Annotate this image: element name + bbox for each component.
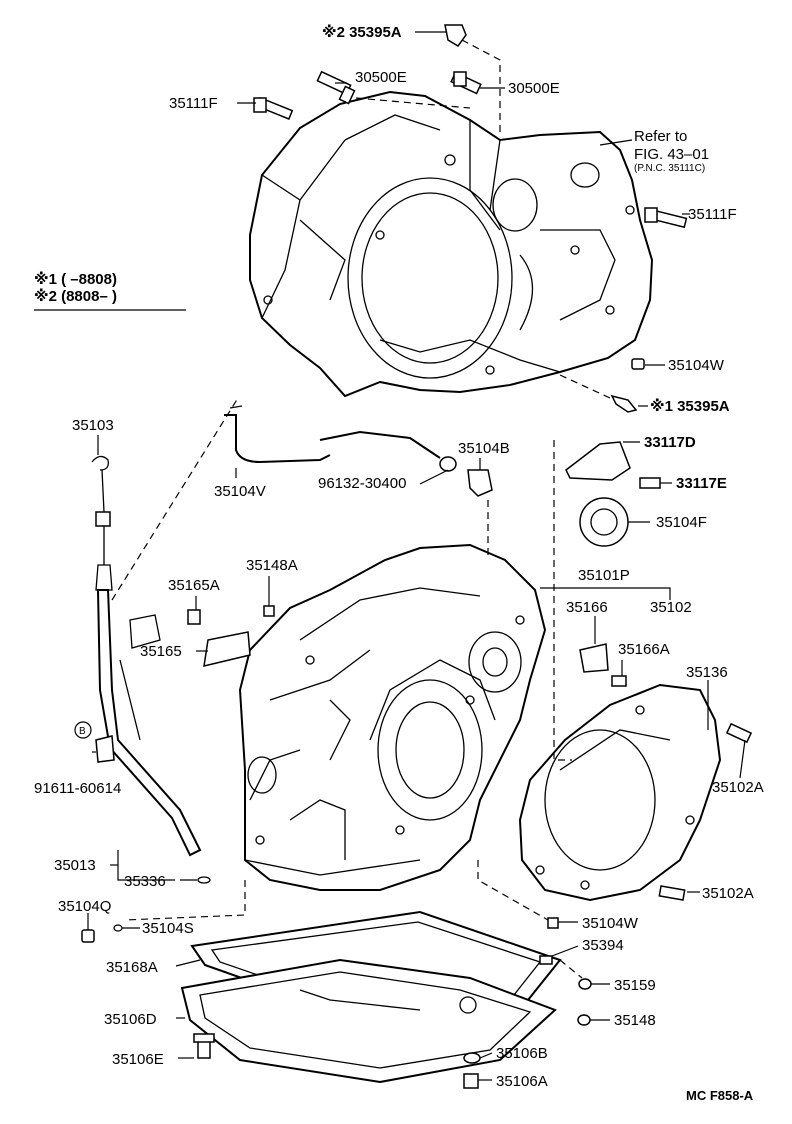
bolt-35102A-top [725, 722, 753, 744]
label-35104W-bottom: 35104W [582, 915, 639, 932]
label-35106D: 35106D [104, 1011, 157, 1028]
plug-35148A [263, 605, 275, 617]
breather-plug-35104B [467, 469, 493, 497]
part-labels: ※2 35395A 30500E 30500E 35111F Refer to … [34, 23, 764, 1103]
note-1: ※1 ( –8808) [34, 270, 117, 288]
plug-35104W-bottom [547, 917, 559, 929]
bolt-33117E [639, 477, 661, 489]
label-35136: 35136 [686, 664, 728, 681]
washer-35159 [578, 978, 592, 990]
breather-hose-35104V [224, 405, 331, 464]
label-35106E: 35106E [112, 1051, 164, 1068]
note-2: ※2 (8808– ) [34, 287, 117, 305]
label-30500E-right: 30500E [508, 80, 560, 97]
bolt-30500E-right [450, 71, 482, 95]
gasket-35106B [463, 1052, 481, 1064]
label-35395A-top: ※2 35395A [322, 23, 402, 41]
label-35103: 35103 [72, 417, 114, 434]
label-refer-to: Refer to [634, 128, 687, 145]
label-circle-b: B [79, 726, 86, 737]
label-35111F-right: 35111F [688, 206, 737, 223]
label-35159: 35159 [614, 977, 656, 994]
plug-35148 [577, 1014, 591, 1026]
breather-hose-upper [319, 430, 441, 459]
leader-lines-bottom [87, 397, 746, 1081]
clip-35395A-top [444, 24, 467, 47]
plug-35104Q [81, 929, 95, 943]
label-35104Q: 35104Q [58, 898, 111, 915]
bracket-33117D [565, 441, 631, 481]
plug-35104W-top [631, 358, 645, 370]
label-96132: 96132-30400 [318, 475, 406, 492]
label-pnc-ref: (P.N.C. 35111C) [634, 163, 705, 174]
label-35013: 35013 [54, 857, 96, 874]
label-91611: 91611-60614 [34, 780, 121, 797]
label-35148A: 35148A [246, 557, 298, 574]
part-35394 [539, 955, 553, 965]
label-35104B: 35104B [458, 440, 510, 457]
bolt-35111F-left [253, 96, 294, 120]
label-35106B: 35106B [496, 1045, 548, 1062]
label-35106A: 35106A [496, 1073, 548, 1090]
label-35102A-top: 35102A [712, 779, 764, 796]
label-35394: 35394 [582, 937, 624, 954]
label-35166: 35166 [566, 599, 608, 616]
bolt-35166A [611, 675, 627, 687]
label-33117D: 33117D [644, 434, 696, 451]
bolt-35165A [187, 609, 201, 625]
transaxle-housing [249, 90, 654, 398]
label-35102A-bottom: 35102A [702, 885, 754, 902]
transmission-case [238, 543, 547, 891]
o-ring-35104S [113, 924, 123, 932]
bracket-91611 [95, 735, 115, 763]
clip-35395A-bottom [610, 394, 638, 413]
label-35165A: 35165A [168, 577, 220, 594]
plate-35166 [579, 643, 609, 673]
union-96132 [439, 456, 457, 472]
label-35148: 35148 [614, 1012, 656, 1029]
label-35101P: 35101P [578, 567, 630, 584]
bolt-30500E-left [316, 70, 356, 105]
extension-housing-cover [518, 683, 722, 902]
label-35104W-top: 35104W [668, 357, 725, 374]
leader-lines-top [237, 31, 690, 407]
label-35166A: 35166A [618, 641, 670, 658]
filler-tube-35013 [96, 589, 202, 857]
bolt-35111F-right [644, 207, 688, 229]
label-35336: 35336 [124, 873, 166, 890]
label-35168A: 35168A [106, 959, 158, 976]
label-35104F: 35104F [656, 514, 707, 531]
plug-35106A [463, 1073, 479, 1089]
label-fig-ref: FIG. 43–01 [634, 146, 709, 163]
bolt-35106E [193, 1033, 215, 1059]
revision-notes: ※1 ( –8808) ※2 (8808– ) [34, 270, 186, 311]
o-ring-35336 [197, 876, 211, 884]
label-35111F-left: 35111F [169, 95, 218, 112]
label-35104S: 35104S [142, 920, 194, 937]
oil-pan [180, 958, 557, 1084]
label-35102: 35102 [650, 599, 692, 616]
label-33117E: 33117E [676, 475, 727, 492]
label-30500E-left: 30500E [355, 69, 407, 86]
label-35395A-bottom: ※1 35395A [650, 397, 730, 415]
circle-b-marker [74, 721, 92, 739]
label-35104V: 35104V [214, 483, 266, 500]
label-35165: 35165 [140, 643, 182, 660]
plate-35165 [203, 631, 251, 667]
dipstick-35103 [91, 455, 113, 591]
diagram-code: MC F858-A [686, 1088, 754, 1103]
oil-seal-35104F [579, 497, 629, 547]
bolt-35102A-bottom [658, 885, 686, 901]
